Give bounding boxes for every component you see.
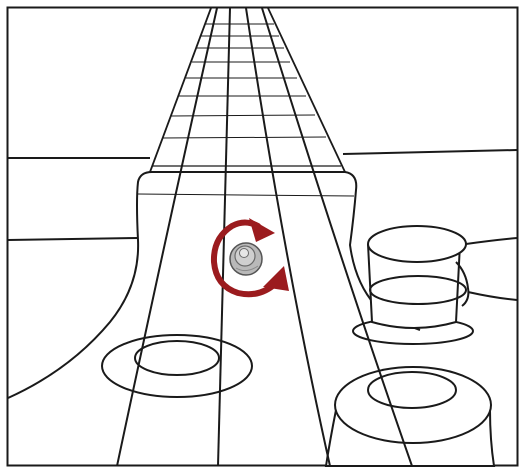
body-edge-right-bottom bbox=[467, 291, 518, 301]
fret bbox=[161, 136, 327, 139]
fretboard bbox=[149, 7, 346, 173]
string-4 bbox=[261, 7, 413, 467]
headstock-outline bbox=[7, 171, 421, 399]
string-3 bbox=[245, 7, 331, 467]
string-1 bbox=[116, 7, 218, 467]
tuner-post-right-lower bbox=[324, 366, 496, 467]
fret bbox=[170, 114, 316, 117]
tuner-post-left bbox=[101, 334, 253, 398]
body-edge-left-lower bbox=[7, 237, 139, 241]
tuner-post-right-upper bbox=[352, 225, 474, 345]
body-edge-right-upper bbox=[342, 149, 518, 155]
fretboard-edge-right bbox=[267, 7, 346, 173]
rotation-arrow-icon bbox=[210, 218, 289, 298]
truss-rod-nut-icon bbox=[229, 242, 263, 276]
body-edge-right-lower bbox=[465, 237, 518, 245]
strings bbox=[116, 7, 413, 467]
illustration-frame bbox=[6, 6, 519, 467]
fretboard-edge-left bbox=[149, 7, 212, 173]
string-2 bbox=[217, 7, 231, 467]
headstock-top-face-line bbox=[137, 193, 355, 197]
